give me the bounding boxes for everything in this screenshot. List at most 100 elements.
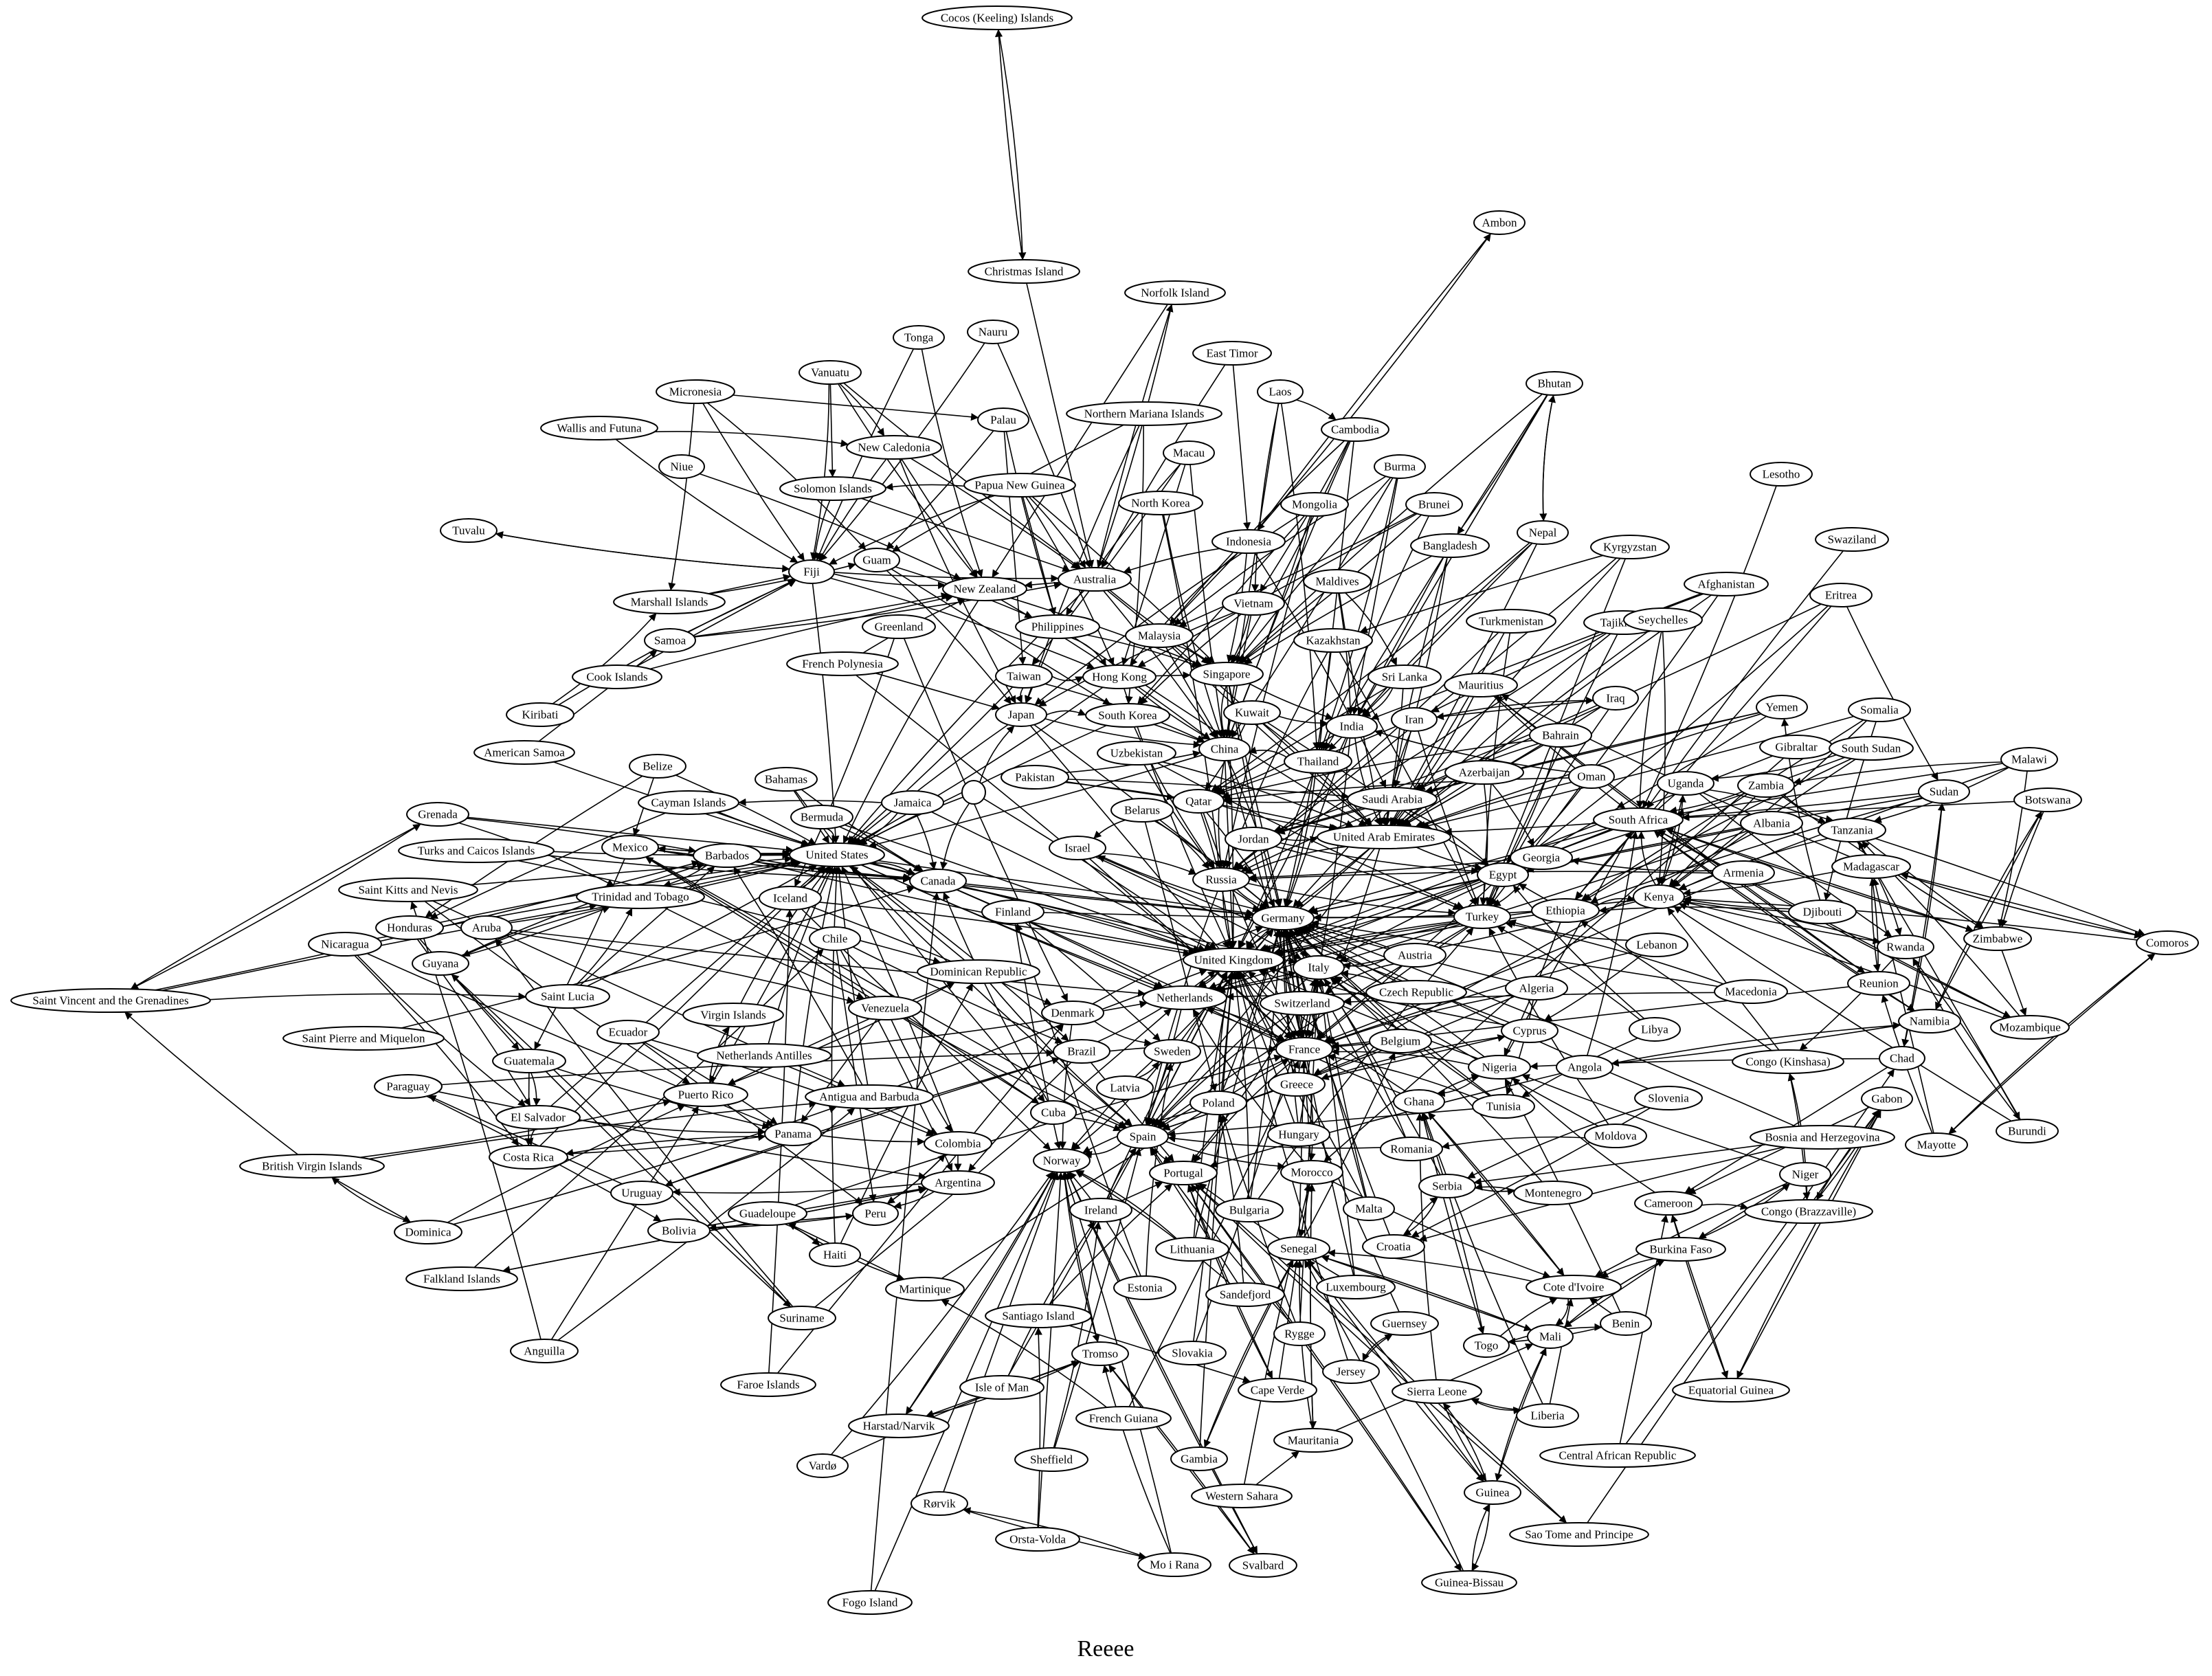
- node-burundi[interactable]: Burundi: [1996, 1119, 2059, 1143]
- node-fogo[interactable]: Fogo Island: [827, 1590, 913, 1615]
- node-south-korea[interactable]: South Korea: [1085, 703, 1170, 728]
- node-sudan[interactable]: Sudan: [1918, 779, 1970, 804]
- node-mozambique[interactable]: Mozambique: [1990, 1015, 2070, 1040]
- node-equatorial-guinea[interactable]: Equatorial Guinea: [1672, 1378, 1790, 1403]
- node-aruba[interactable]: Aruba: [460, 915, 513, 940]
- node-north-korea[interactable]: North Korea: [1118, 491, 1203, 515]
- node-french-guiana[interactable]: French Guiana: [1075, 1406, 1172, 1431]
- node-fiji[interactable]: Fiji: [788, 559, 835, 584]
- node-zambia[interactable]: Zambia: [1737, 773, 1795, 798]
- node-cape-verde[interactable]: Cape Verde: [1238, 1378, 1317, 1403]
- node-afghanistan[interactable]: Afghanistan: [1684, 572, 1769, 596]
- node-guinea-bissau[interactable]: Guinea-Bissau: [1421, 1570, 1517, 1595]
- node-antigua[interactable]: Antigua and Barbuda: [805, 1084, 934, 1109]
- node-el-salvador[interactable]: El Salvador: [495, 1105, 581, 1130]
- node-bahamas[interactable]: Bahamas: [755, 767, 818, 792]
- node-cameroon[interactable]: Cameroon: [1634, 1191, 1703, 1216]
- node-madagascar[interactable]: Madagascar: [1831, 854, 1911, 879]
- node-mongolia[interactable]: Mongolia: [1280, 492, 1349, 517]
- node-new-caledonia[interactable]: New Caledonia: [846, 435, 942, 460]
- node-angola[interactable]: Angola: [1556, 1055, 1613, 1080]
- node-lithuania[interactable]: Lithuania: [1155, 1237, 1229, 1262]
- node-australia[interactable]: Australia: [1058, 567, 1132, 592]
- node-lebanon[interactable]: Lebanon: [1625, 932, 1688, 957]
- node-romania[interactable]: Romania: [1380, 1137, 1443, 1161]
- node-vanuatu[interactable]: Vanuatu: [798, 360, 862, 385]
- node-yemen[interactable]: Yemen: [1756, 695, 1808, 719]
- node-serbia[interactable]: Serbia: [1418, 1174, 1476, 1198]
- node-sao-tome[interactable]: Sao Tome and Principe: [1509, 1522, 1649, 1547]
- node-togo[interactable]: Togo: [1463, 1333, 1510, 1358]
- node-suriname[interactable]: Suriname: [768, 1306, 836, 1330]
- node-south-africa[interactable]: South Africa: [1593, 807, 1684, 832]
- node-switzerland[interactable]: Switzerland: [1260, 991, 1345, 1016]
- node-uae[interactable]: United Arab Emirates: [1317, 825, 1451, 849]
- node-cocos[interactable]: Cocos (Keeling) Islands: [921, 5, 1073, 30]
- node-kuwait[interactable]: Kuwait: [1223, 700, 1281, 725]
- node-slovakia[interactable]: Slovakia: [1158, 1341, 1227, 1365]
- node-benin[interactable]: Benin: [1600, 1311, 1652, 1336]
- node-slovenia[interactable]: Slovenia: [1634, 1086, 1703, 1110]
- node-kyrgyzstan[interactable]: Kyrgyzstan: [1590, 535, 1670, 559]
- node-niger[interactable]: Niger: [1779, 1162, 1831, 1187]
- node-sheffield[interactable]: Sheffield: [1014, 1447, 1088, 1472]
- node-jordan[interactable]: Jordan: [1225, 827, 1282, 851]
- node-poland[interactable]: Poland: [1189, 1091, 1247, 1115]
- node-nepal[interactable]: Nepal: [1517, 520, 1569, 545]
- node-niue[interactable]: Niue: [658, 454, 705, 479]
- node-reunion[interactable]: Reunion: [1847, 971, 1910, 996]
- node-oman[interactable]: Oman: [1568, 764, 1615, 789]
- node-nauru[interactable]: Nauru: [967, 320, 1019, 344]
- node-india[interactable]: India: [1326, 714, 1378, 739]
- node-israel[interactable]: Israel: [1049, 836, 1106, 860]
- node-peru[interactable]: Peru: [852, 1201, 899, 1226]
- node-grenada[interactable]: Grenada: [406, 802, 469, 827]
- node-mo-i-rana[interactable]: Mo i Rana: [1137, 1552, 1211, 1577]
- node-nicaragua[interactable]: Nicaragua: [308, 932, 382, 957]
- node-dominica[interactable]: Dominica: [394, 1220, 462, 1244]
- node-armenia[interactable]: Armenia: [1712, 860, 1775, 885]
- node-somalia[interactable]: Somalia: [1848, 697, 1911, 722]
- node-saint-pierre[interactable]: Saint Pierre and Miquelon: [282, 1026, 445, 1051]
- node-sweden[interactable]: Sweden: [1143, 1039, 1201, 1064]
- node-jersey[interactable]: Jersey: [1322, 1359, 1380, 1384]
- node-american-samoa[interactable]: American Samoa: [473, 740, 575, 765]
- node-sandefjord[interactable]: Sandefjord: [1205, 1282, 1285, 1307]
- node-dominican[interactable]: Dominican Republic: [917, 959, 1040, 984]
- node-western-sahara[interactable]: Western Sahara: [1191, 1484, 1293, 1508]
- node-bahrain[interactable]: Bahrain: [1529, 723, 1592, 748]
- node-macedonia[interactable]: Macedonia: [1714, 979, 1788, 1004]
- node-italy[interactable]: Italy: [1293, 955, 1345, 980]
- node-netherlands[interactable]: Netherlands: [1142, 985, 1227, 1010]
- node-kenya[interactable]: Kenya: [1633, 884, 1685, 909]
- node-norway[interactable]: Norway: [1033, 1148, 1091, 1173]
- node-guadeloupe[interactable]: Guadeloupe: [728, 1201, 807, 1226]
- node-moldova[interactable]: Moldova: [1584, 1124, 1647, 1148]
- node-cote-divoire[interactable]: Cote d'Ivoire: [1526, 1275, 1622, 1299]
- node-uzbekistan[interactable]: Uzbekistan: [1097, 741, 1176, 766]
- node-china[interactable]: China: [1198, 737, 1251, 761]
- node-wallis[interactable]: Wallis and Futuna: [540, 416, 658, 440]
- node-gibraltar[interactable]: Gibraltar: [1759, 735, 1833, 759]
- node-turks[interactable]: Turks and Caicos Islands: [398, 838, 555, 863]
- node-mexico[interactable]: Mexico: [601, 835, 659, 860]
- node-nigeria[interactable]: Nigeria: [1468, 1055, 1531, 1080]
- node-algeria[interactable]: Algeria: [1505, 976, 1568, 1001]
- node-guyana[interactable]: Guyana: [412, 951, 469, 976]
- node-pakistan[interactable]: Pakistan: [1001, 765, 1069, 790]
- node-british-virgin[interactable]: British Virgin Islands: [239, 1154, 385, 1178]
- node-turkmenistan[interactable]: Turkmenistan: [1466, 609, 1556, 634]
- node-burkina-faso[interactable]: Burkina Faso: [1635, 1237, 1726, 1262]
- node-swaziland[interactable]: Swaziland: [1815, 527, 1889, 552]
- node-tromso[interactable]: Tromso: [1071, 1341, 1129, 1366]
- node-bulgaria[interactable]: Bulgaria: [1215, 1198, 1284, 1222]
- node-uganda[interactable]: Uganda: [1657, 771, 1714, 796]
- node-singapore[interactable]: Singapore: [1189, 662, 1264, 686]
- node-netherlands-antilles[interactable]: Netherlands Antilles: [697, 1043, 831, 1068]
- node-thailand[interactable]: Thailand: [1284, 749, 1352, 774]
- node-bosnia[interactable]: Bosnia and Herzegovina: [1750, 1125, 1895, 1150]
- node-mauritania[interactable]: Mauritania: [1273, 1428, 1353, 1453]
- node-sri-lanka[interactable]: Sri Lanka: [1367, 664, 1442, 689]
- node-uk[interactable]: United Kingdom: [1183, 948, 1284, 972]
- node-ireland[interactable]: Ireland: [1069, 1198, 1132, 1222]
